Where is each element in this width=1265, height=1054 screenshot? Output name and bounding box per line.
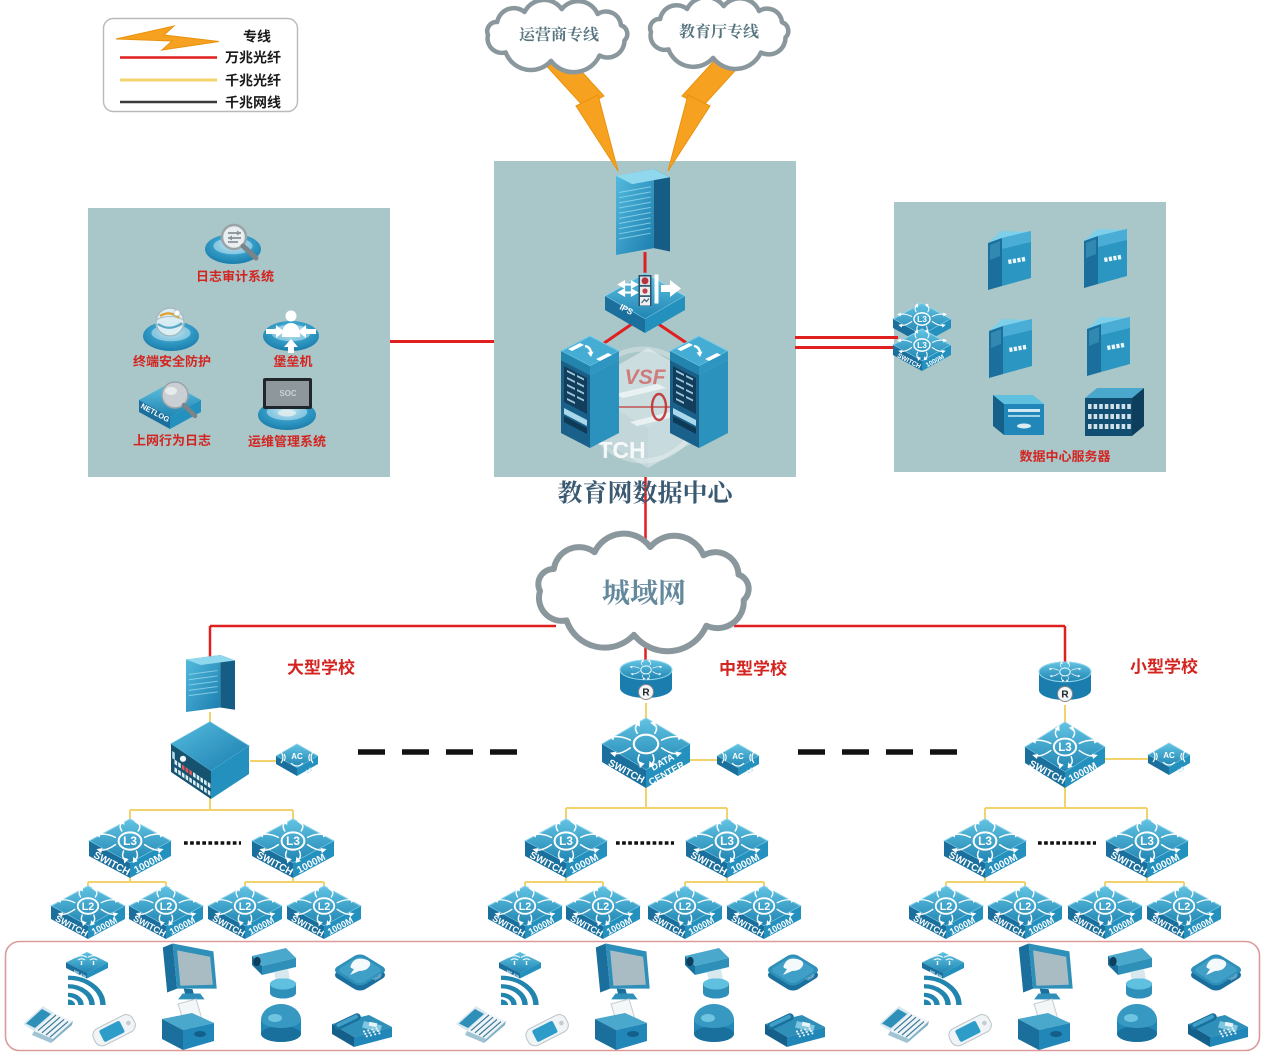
svg-text:L3: L3: [746, 767, 754, 775]
svg-text:L2: L2: [1178, 901, 1191, 913]
svg-text:AC: AC: [732, 752, 744, 761]
svg-text:L3: L3: [1177, 766, 1185, 774]
svg-text:VSF: VSF: [625, 366, 667, 389]
svg-text:L2: L2: [1099, 901, 1112, 913]
svg-text:WLAN: WLAN: [506, 969, 520, 980]
svg-text:L2: L2: [597, 901, 610, 913]
svg-text:L2: L2: [679, 901, 692, 913]
svg-text:L3: L3: [917, 314, 927, 324]
svg-text:L3: L3: [1058, 742, 1071, 754]
svg-text:R: R: [642, 688, 650, 699]
svg-text:L2: L2: [519, 901, 532, 913]
svg-text:L2: L2: [82, 901, 95, 913]
svg-text:L2: L2: [318, 901, 331, 913]
svg-text:SOC: SOC: [279, 389, 297, 398]
svg-text:VoIP: VoIP: [1228, 973, 1239, 982]
svg-text:VoIP: VoIP: [805, 973, 816, 982]
svg-text:L2: L2: [239, 901, 252, 913]
svg-text:R: R: [1061, 690, 1069, 701]
svg-text:L3: L3: [305, 767, 313, 775]
svg-text:L3: L3: [720, 834, 734, 848]
svg-text:TCH: TCH: [598, 437, 645, 463]
svg-text:AC: AC: [1163, 751, 1175, 760]
svg-text:L3: L3: [917, 340, 927, 350]
svg-text:L2: L2: [940, 901, 953, 913]
svg-text:L3: L3: [286, 834, 300, 848]
svg-text:L2: L2: [160, 901, 173, 913]
svg-text:L3: L3: [123, 834, 137, 848]
svg-text:L3: L3: [559, 834, 573, 848]
svg-text:WLAN: WLAN: [929, 969, 943, 980]
svg-text:L3: L3: [1140, 834, 1154, 848]
svg-text:VoIP: VoIP: [372, 973, 383, 982]
svg-text:L3: L3: [978, 834, 992, 848]
svg-text:L2: L2: [758, 901, 771, 913]
svg-text:AC: AC: [291, 752, 303, 761]
svg-text:L2: L2: [1019, 901, 1032, 913]
svg-text:WLAN: WLAN: [73, 969, 87, 980]
